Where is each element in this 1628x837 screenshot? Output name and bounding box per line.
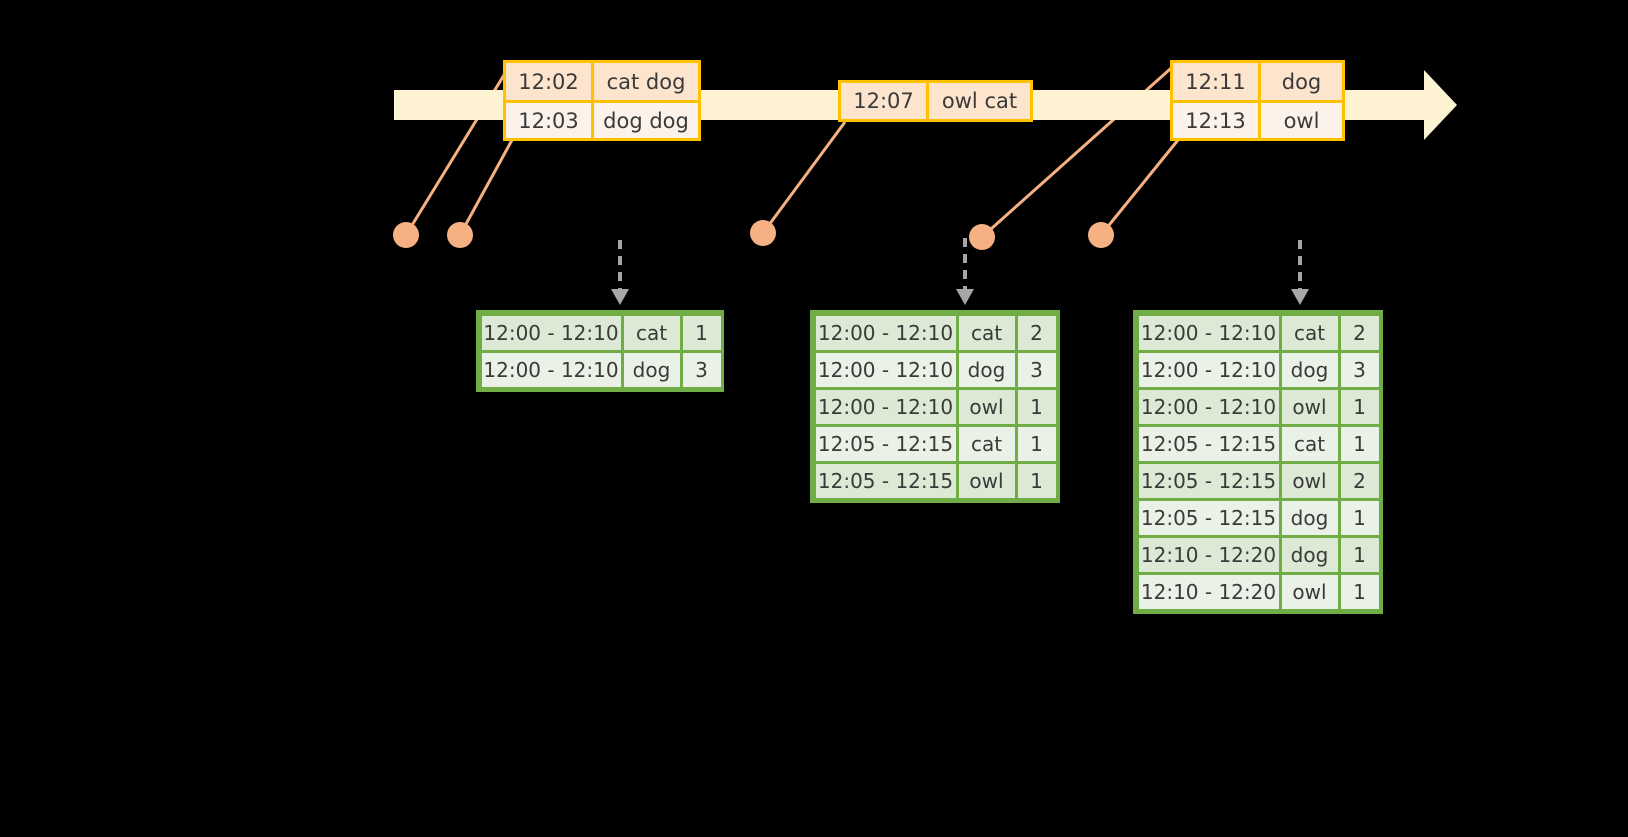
cell-word: cat	[1281, 315, 1338, 350]
down-arrow-3-head-icon	[1291, 289, 1309, 305]
cell-word: dog	[958, 352, 1015, 387]
cell-count: 1	[1340, 389, 1379, 424]
event-time: 12:11	[1173, 63, 1261, 101]
cell-window: 12:00 - 12:10	[1138, 389, 1279, 424]
connector-12-13-line	[1099, 139, 1180, 236]
event-row: 12:07 owl cat	[841, 83, 1030, 119]
cell-word: owl	[958, 463, 1015, 498]
cell-window: 12:05 - 12:15	[1138, 426, 1279, 461]
cell-window: 12:00 - 12:10	[815, 352, 956, 387]
cell-count: 1	[1017, 463, 1056, 498]
cell-window: 12:05 - 12:15	[1138, 500, 1279, 535]
event-row: 12:02 cat dog	[506, 63, 698, 101]
event-time: 12:07	[841, 83, 929, 119]
cell-window: 12:00 - 12:10	[481, 315, 621, 350]
cell-window: 12:00 - 12:10	[815, 315, 956, 350]
cell-window: 12:00 - 12:10	[1138, 315, 1279, 350]
event-box-3[interactable]: 12:11 dog 12:13 owl	[1170, 60, 1345, 141]
cell-count: 2	[1340, 315, 1379, 350]
connector-12-02-line	[404, 61, 514, 236]
cell-window: 12:10 - 12:20	[1138, 574, 1279, 609]
event-words: owl	[1261, 103, 1342, 138]
cell-count: 1	[1017, 426, 1056, 461]
down-arrow-1-head-icon	[611, 289, 629, 305]
cell-count: 3	[1017, 352, 1056, 387]
timeline-arrowhead-icon	[1424, 70, 1457, 140]
cell-count: 3	[682, 352, 721, 387]
cell-count: 3	[1340, 352, 1379, 387]
connector-12-07-dot[interactable]	[750, 220, 776, 246]
cell-word: dog	[1281, 500, 1338, 535]
cell-word: cat	[958, 315, 1015, 350]
cell-count: 1	[682, 315, 721, 350]
event-row: 12:11 dog	[1173, 63, 1342, 101]
cell-count: 2	[1340, 463, 1379, 498]
cell-word: owl	[1281, 463, 1338, 498]
cell-window: 12:10 - 12:20	[1138, 537, 1279, 572]
event-box-1[interactable]: 12:02 cat dog 12:03 dog dog	[503, 60, 701, 141]
cell-word: dog	[1281, 352, 1338, 387]
event-time: 12:13	[1173, 103, 1261, 138]
event-row: 12:03 dog dog	[506, 100, 698, 138]
event-words: dog	[1261, 63, 1342, 101]
cell-count: 1	[1340, 574, 1379, 609]
cell-window: 12:00 - 12:10	[1138, 352, 1279, 387]
cell-count: 1	[1340, 537, 1379, 572]
cell-word: cat	[623, 315, 680, 350]
event-time: 12:02	[506, 63, 594, 101]
cell-word: cat	[958, 426, 1015, 461]
cell-word: cat	[1281, 426, 1338, 461]
connector-12-07-line	[761, 121, 847, 234]
cell-count: 1	[1017, 389, 1056, 424]
cell-count: 2	[1017, 315, 1056, 350]
cell-window: 12:00 - 12:10	[481, 352, 621, 387]
connector-12-11-dot[interactable]	[969, 224, 995, 250]
event-row: 12:13 owl	[1173, 100, 1342, 138]
cell-window: 12:05 - 12:15	[815, 426, 956, 461]
cell-word: owl	[1281, 574, 1338, 609]
event-words: owl cat	[929, 83, 1030, 119]
cell-window: 12:05 - 12:15	[815, 463, 956, 498]
connector-12-03-line	[458, 139, 514, 236]
connector-12-03-dot[interactable]	[447, 222, 473, 248]
connector-12-13-dot[interactable]	[1088, 222, 1114, 248]
cell-word: dog	[623, 352, 680, 387]
cell-word: owl	[958, 389, 1015, 424]
event-box-2[interactable]: 12:07 owl cat	[838, 80, 1033, 122]
cell-window: 12:00 - 12:10	[815, 389, 956, 424]
cell-count: 1	[1340, 500, 1379, 535]
down-arrow-2-head-icon	[956, 289, 974, 305]
cell-count: 1	[1340, 426, 1379, 461]
event-words: cat dog	[594, 63, 698, 101]
event-time: 12:03	[506, 103, 594, 138]
cell-word: dog	[1281, 537, 1338, 572]
connector-12-02-dot[interactable]	[393, 222, 419, 248]
event-words: dog dog	[594, 103, 698, 138]
cell-word: owl	[1281, 389, 1338, 424]
cell-window: 12:05 - 12:15	[1138, 463, 1279, 498]
